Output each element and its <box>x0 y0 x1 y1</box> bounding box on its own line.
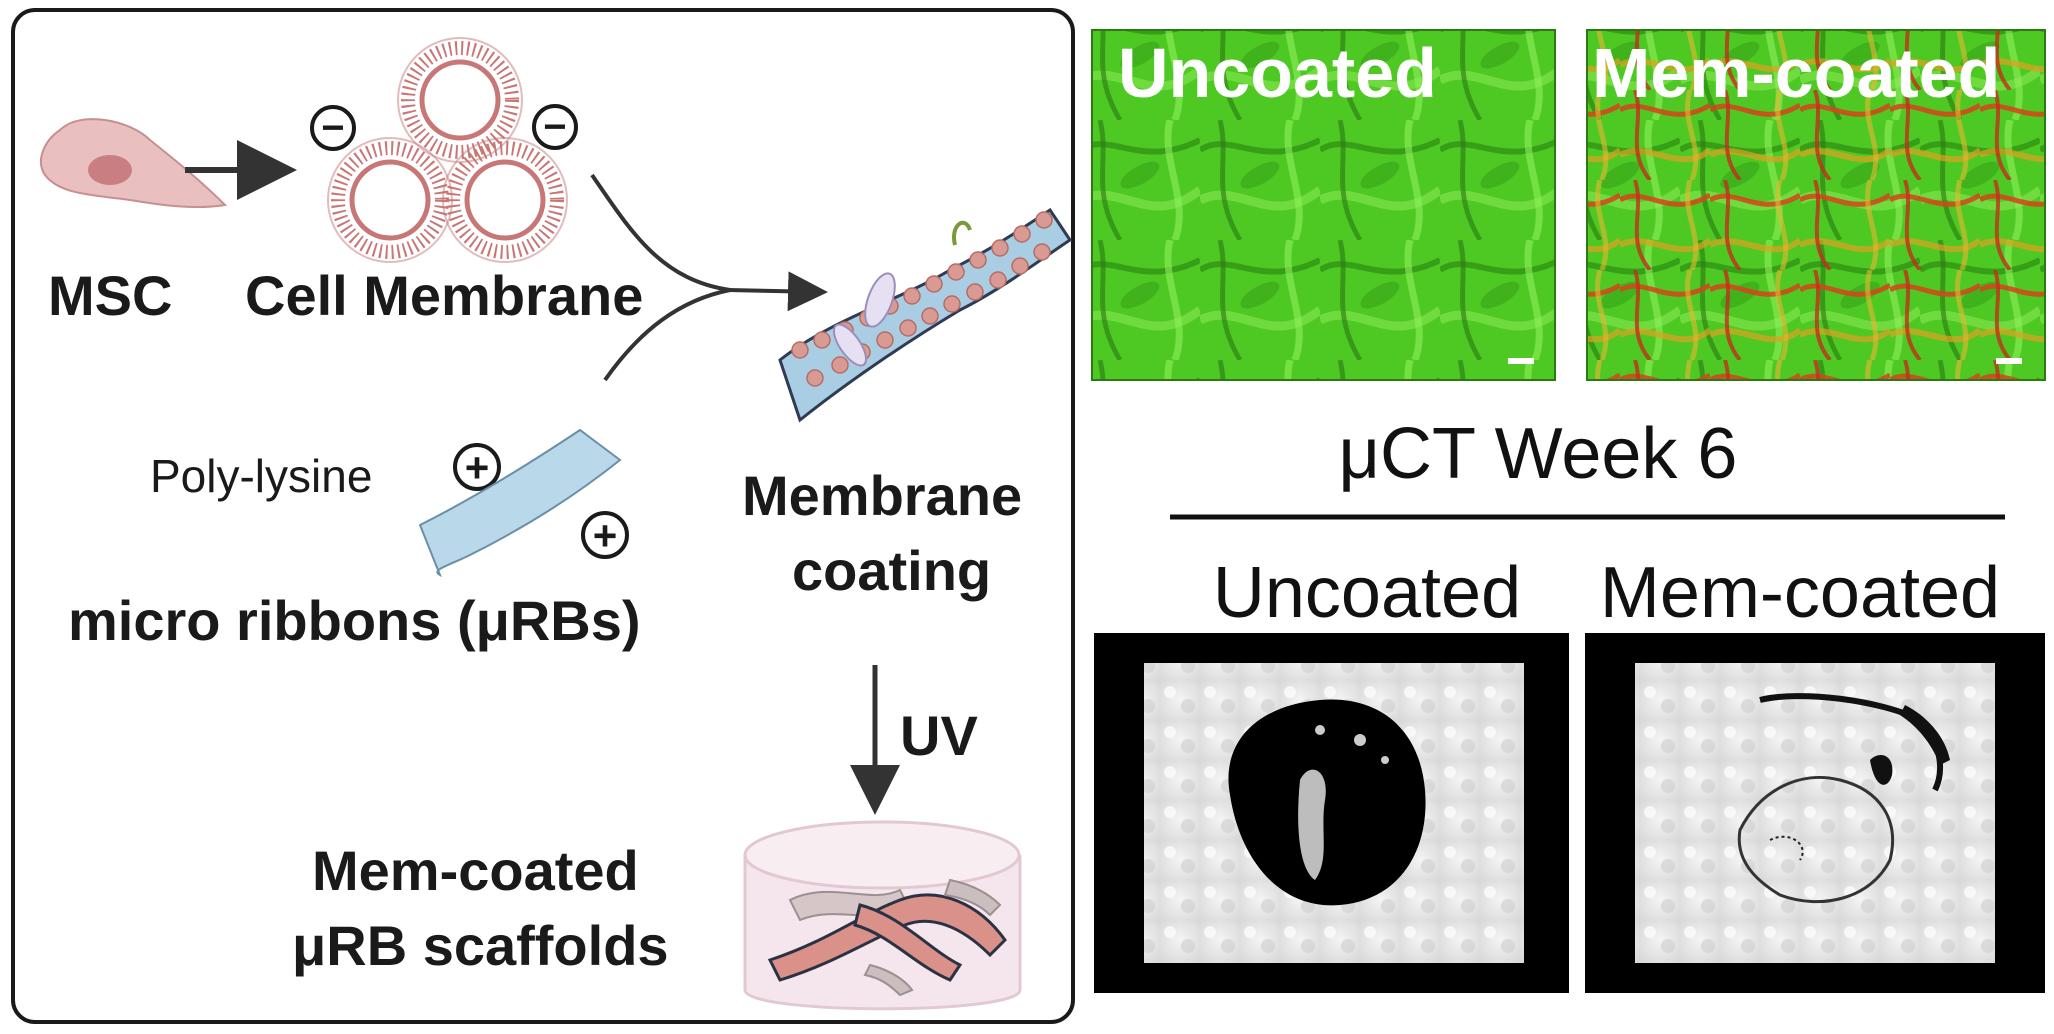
msc-cell-icon <box>40 118 228 209</box>
uv-label: UV <box>900 704 978 767</box>
microct-coated-image <box>1585 633 2045 993</box>
membrane-coating-line1: Membrane <box>742 464 1022 527</box>
scale-bar <box>1508 358 1534 364</box>
microct-title: μCT Week 6 <box>1339 414 1738 494</box>
merge-curve-bottom <box>603 288 731 382</box>
micro-ribbons-label: micro ribbons (μRBs) <box>68 589 641 652</box>
svg-text:+: + <box>465 444 490 491</box>
schematic-panel: MSC − − Cell Membrane <box>11 8 1075 1024</box>
polylysine-label: Poly-lysine <box>150 450 372 502</box>
cell-membrane-label: Cell Membrane <box>245 264 643 327</box>
svg-text:+: + <box>593 512 618 559</box>
scaffold-label-line1: Mem-coated <box>312 839 639 902</box>
scaffold-cylinder-icon <box>743 820 1022 1011</box>
scaffold-label-line2: μRB scaffolds <box>292 914 669 977</box>
svg-text:−: − <box>543 105 566 149</box>
minus-circle-icon: − <box>532 104 578 150</box>
membrane-coated-ribbon-icon <box>778 207 1073 423</box>
fluorescence-uncoated-label: Uncoated <box>1118 34 1437 112</box>
fluorescence-coated-image: Mem-coated <box>1586 29 2046 381</box>
plus-circle-icon: + <box>581 511 629 559</box>
minus-circle-icon: − <box>310 105 356 151</box>
plus-circle-icon: + <box>453 443 501 491</box>
microct-coated-label: Mem-coated <box>1600 553 2000 633</box>
microct-uncoated-image <box>1094 633 1569 993</box>
svg-text:−: − <box>321 106 344 150</box>
membrane-coating-line2: coating <box>792 539 991 602</box>
membrane-vesicle-icon <box>442 137 568 263</box>
arrow-to-membrane-coating <box>727 271 828 312</box>
microct-uncoated-label: Uncoated <box>1213 553 1521 633</box>
micro-ribbon-icon <box>418 428 622 578</box>
msc-label: MSC <box>48 264 172 327</box>
scale-bar <box>1996 358 2022 364</box>
fluorescence-uncoated-image: Uncoated <box>1091 29 1556 381</box>
merge-curve-top <box>590 173 731 292</box>
schematic-border <box>11 8 1075 1024</box>
fluorescence-coated-label: Mem-coated <box>1592 34 2000 112</box>
